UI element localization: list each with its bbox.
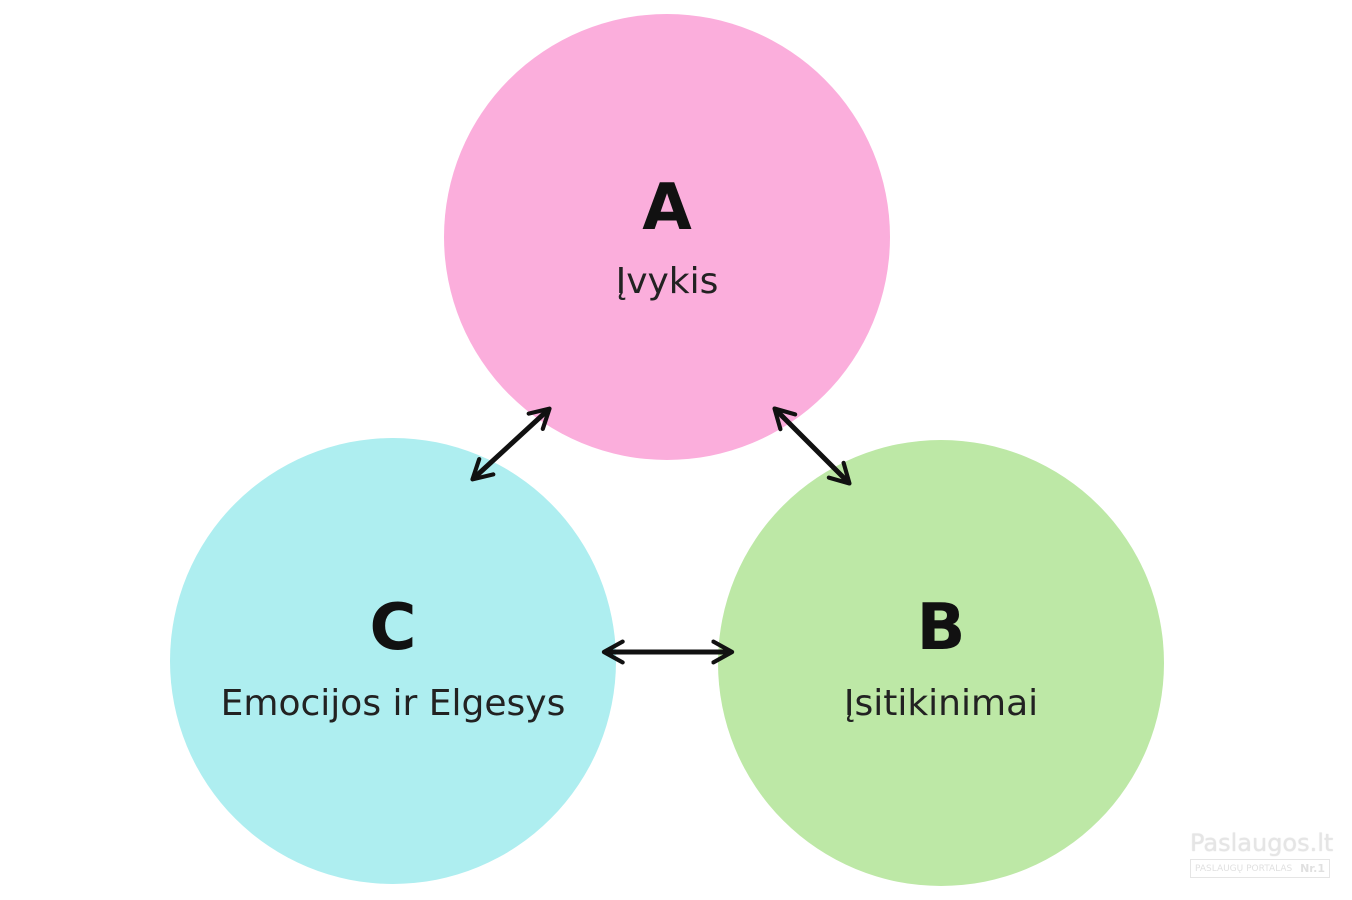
node-b-circle — [718, 440, 1164, 886]
node-b-letter: B — [916, 591, 966, 665]
node-a-label: Įvykis — [615, 261, 719, 302]
node-c-label: Emocijos ir Elgesys — [220, 683, 566, 724]
node-b-label: Įsitikinimai — [843, 683, 1039, 724]
arrow-a-c — [470, 406, 552, 482]
arrow-a-b — [772, 406, 852, 486]
node-a-letter: A — [642, 171, 692, 245]
node-c-circle — [170, 438, 616, 884]
watermark-subtitle: PASLAUGŲ PORTALAS — [1195, 863, 1293, 874]
watermark-badge: Nr.1 — [1300, 862, 1325, 875]
node-c-letter: C — [369, 591, 417, 665]
watermark-subtitle-box: PASLAUGŲ PORTALAS Nr.1 — [1190, 859, 1330, 878]
watermark-title: Paslaugos.lt — [1190, 829, 1334, 857]
node-a-circle — [444, 14, 890, 460]
watermark-logo: Paslaugos.lt PASLAUGŲ PORTALAS Nr.1 — [1190, 829, 1334, 878]
